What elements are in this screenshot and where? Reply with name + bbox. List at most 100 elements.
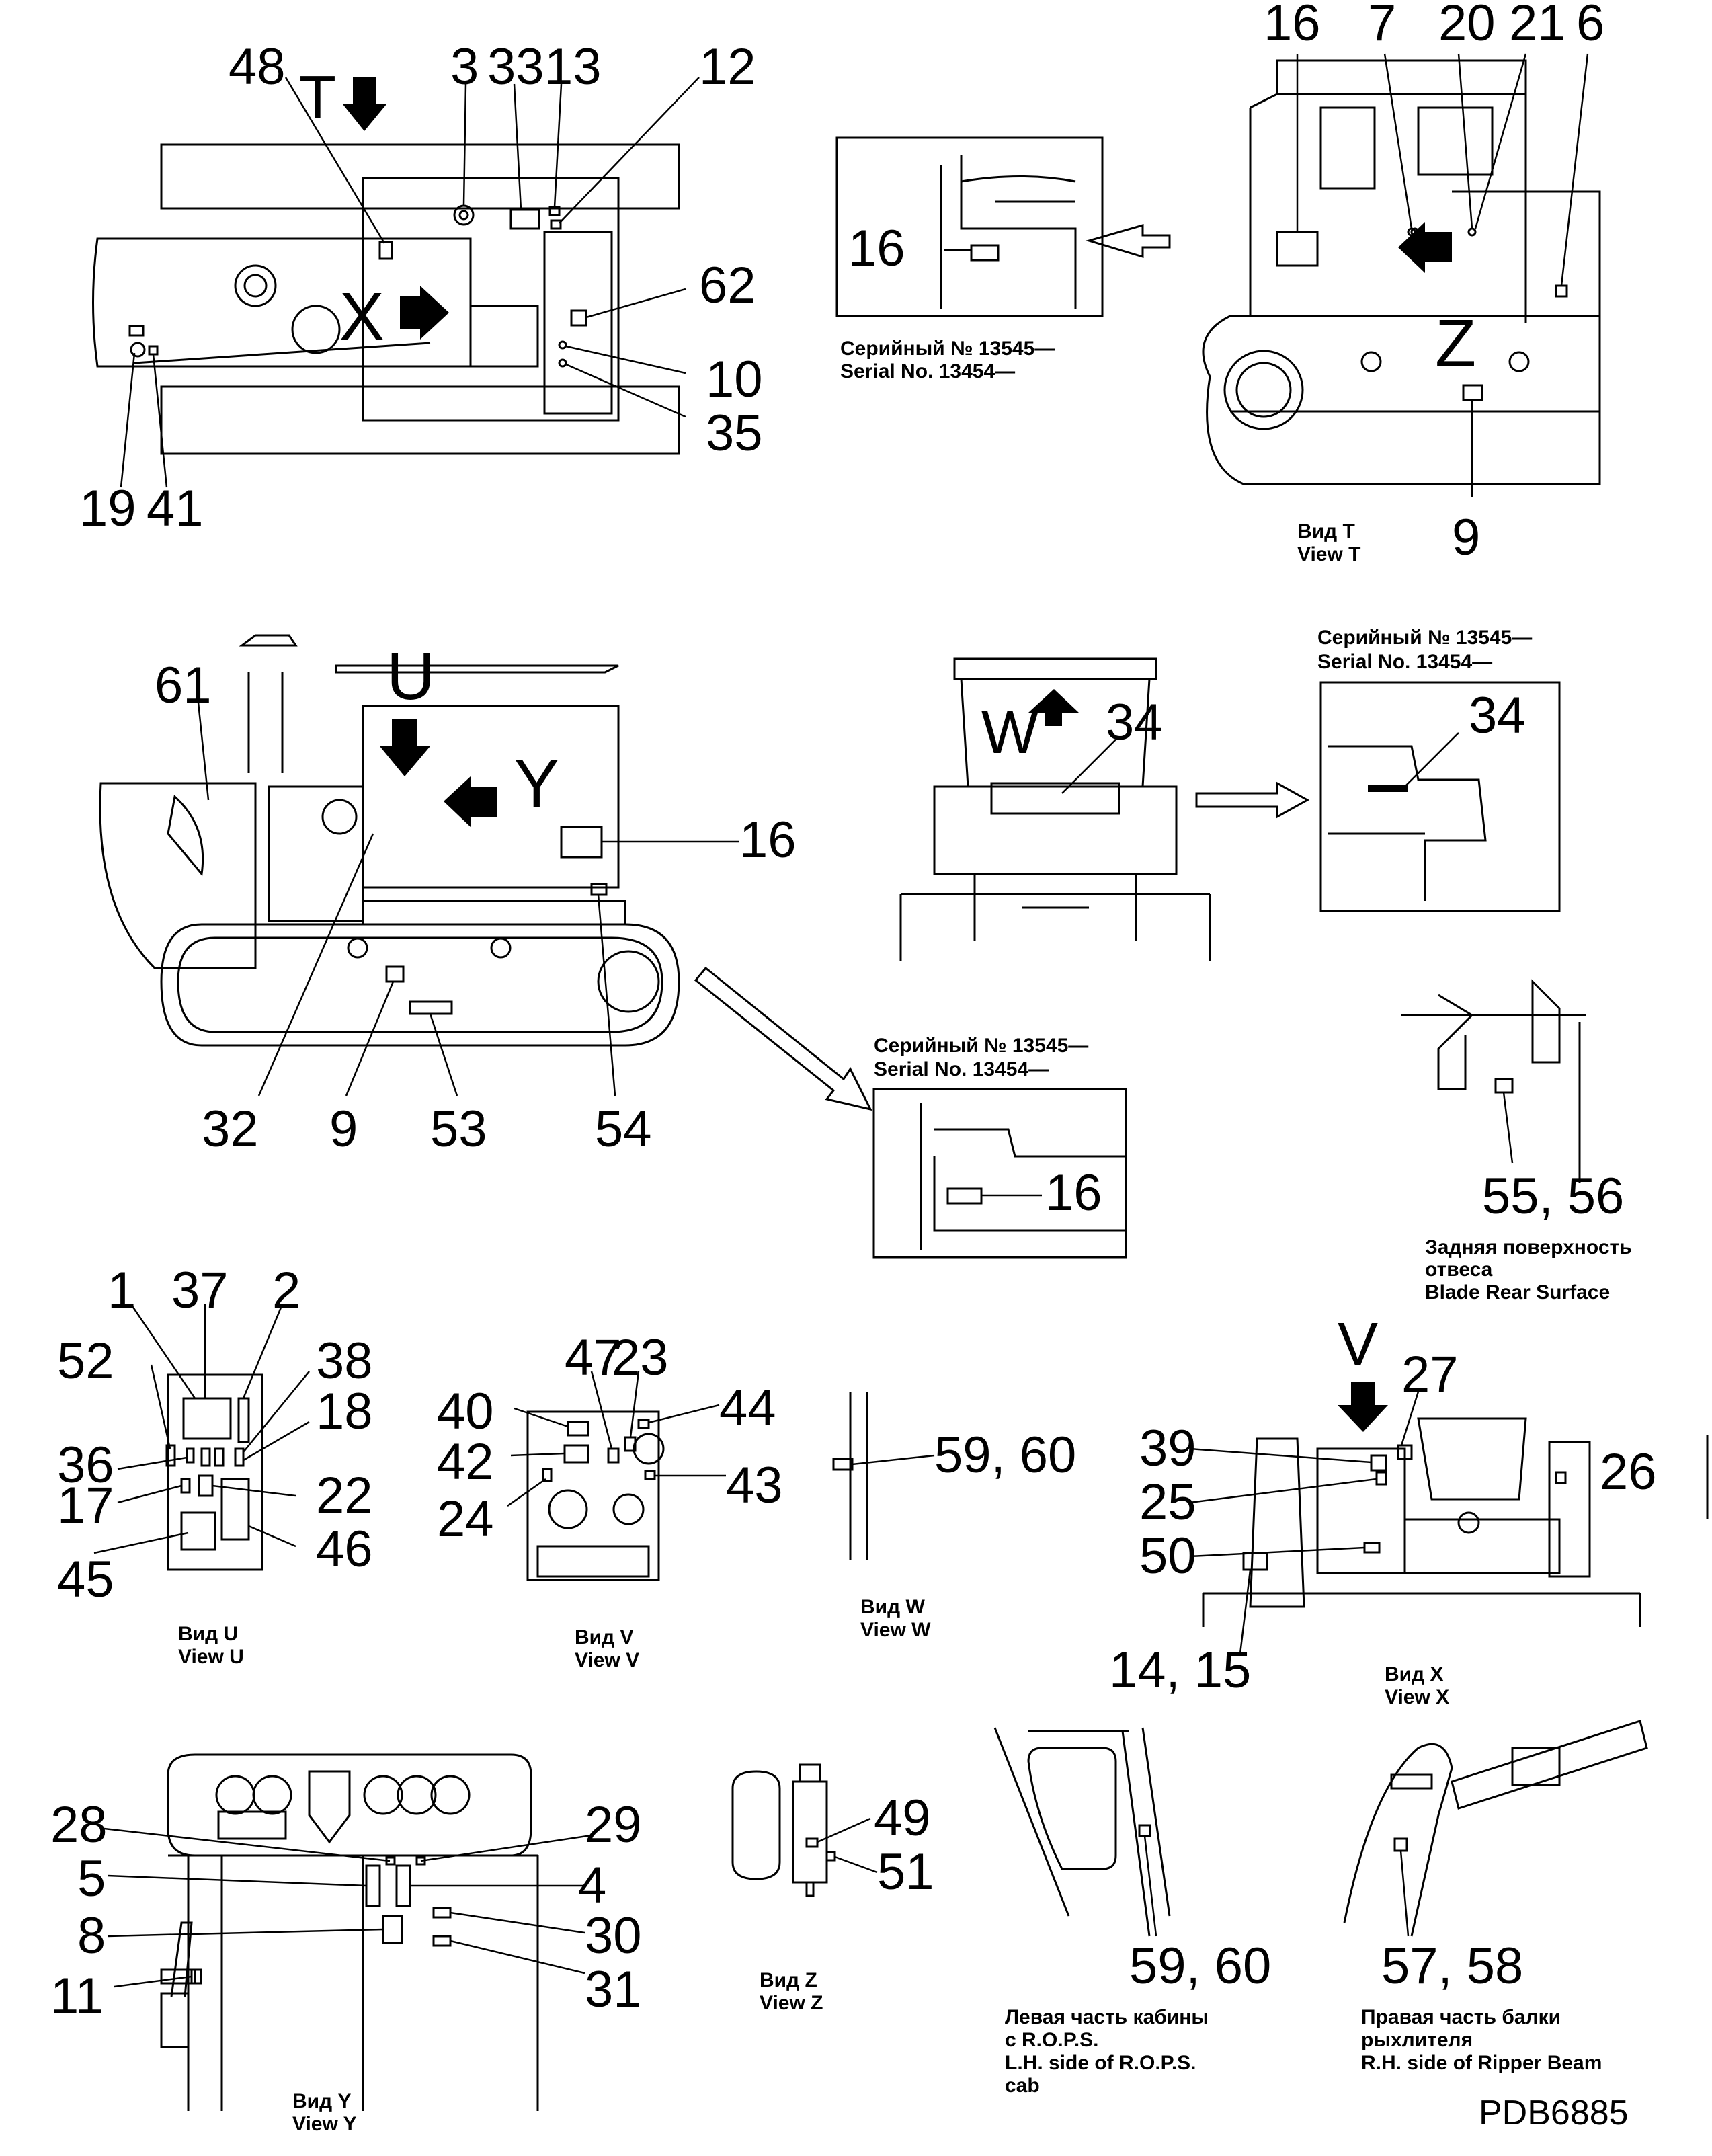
cab-left-detail: 59, 60 Левая часть кабины с R.O.P.S. L.H… (993, 1727, 1271, 2097)
x-callout-50: 50 (1139, 1527, 1196, 1585)
callout-12: 12 (699, 38, 756, 95)
ripper-caption-ru-1: Правая часть балки (1361, 2006, 1561, 2028)
blade-caption-en: Blade Rear Surface (1425, 1281, 1610, 1304)
view-letter-w: W (981, 699, 1038, 766)
blade-rear-detail: 55, 56 Задняя поверхность отвеса Blade R… (1401, 979, 1632, 1304)
view-x: V 27 39 26 25 50 14, 15 Вид X View X (1109, 1311, 1709, 1708)
cab-caption-ru-1: Левая часть кабины (1005, 2006, 1209, 2028)
callout-48: 48 (229, 38, 286, 95)
z-caption-ru: Вид Z (760, 1969, 817, 1991)
u-callout-22: 22 (316, 1467, 373, 1524)
side-view: U Y 61 16 32 9 53 54 (99, 634, 872, 1158)
view-letter-t: T (299, 64, 336, 131)
side-callout-16: 16 (739, 811, 797, 869)
view-z: 49 51 Вид Z View Z (731, 1763, 934, 2014)
y-callout-30: 30 (585, 1907, 642, 1964)
side-callout-9: 9 (329, 1101, 358, 1158)
z-caption-en: View Z (760, 1992, 823, 2014)
cab-caption-en-1: L.H. side of R.O.P.S. (1005, 2052, 1196, 2074)
w-caption-ru: Вид W (860, 1596, 925, 1618)
x-callout-25: 25 (1139, 1474, 1196, 1531)
callout-62: 62 (699, 257, 756, 314)
v-callout-24: 24 (437, 1490, 494, 1548)
x-callout-14-15: 14, 15 (1109, 1642, 1251, 1699)
callout-19: 19 (79, 480, 136, 537)
u-caption-en: View U (178, 1646, 244, 1668)
x-caption-ru: Вид X (1385, 1663, 1444, 1685)
view-t-caption-en: View T (1297, 543, 1360, 565)
w-caption-en: View W (860, 1619, 931, 1641)
y-callout-4: 4 (578, 1857, 606, 1914)
view-letter-u: U (386, 639, 435, 714)
side-callout-54: 54 (595, 1101, 652, 1158)
y-callout-31: 31 (585, 1961, 642, 2018)
serial-ru-1: Серийный № 13545— (840, 337, 1055, 360)
serial-ru-3: Серийный № 13545— (874, 1035, 1088, 1057)
ripper-caption-ru-2: рыхлителя (1361, 2029, 1473, 2051)
serial-en-3: Serial No. 13454— (874, 1058, 1049, 1080)
y-callout-29: 29 (585, 1796, 642, 1853)
view-v: 47 23 44 40 42 43 24 Вид V View V (437, 1329, 783, 1671)
u-caption-ru: Вид U (178, 1623, 238, 1645)
v-callout-23: 23 (612, 1329, 669, 1386)
front-view: W 34 (899, 657, 1310, 961)
x-callout-27: 27 (1401, 1346, 1459, 1403)
u-callout-52: 52 (57, 1332, 114, 1390)
y-caption-en: View Y (292, 2113, 357, 2135)
callout-35: 35 (706, 405, 763, 462)
view-letter-y: Y (514, 746, 559, 822)
u-callout-37: 37 (171, 1262, 229, 1319)
ripper-callout-57-58: 57, 58 (1381, 1938, 1523, 1995)
side-callout-61: 61 (155, 657, 212, 714)
u-callout-38: 38 (316, 1332, 373, 1390)
v-callout-47: 47 (565, 1329, 622, 1386)
z-callout-49: 49 (874, 1790, 931, 1847)
w-callout-59-60: 59, 60 (934, 1427, 1076, 1484)
y-callout-28: 28 (50, 1796, 108, 1853)
blade-caption-ru-1: Задняя поверхность (1425, 1236, 1632, 1259)
u-callout-46: 46 (316, 1521, 373, 1578)
view-t-callout-16: 16 (1264, 0, 1321, 52)
detail-callout-16: 16 (848, 220, 905, 277)
v-callout-44: 44 (719, 1380, 776, 1437)
detail-box-front-serial: Серийный № 13545— Serial No. 13454— 34 (1317, 627, 1561, 912)
top-view: T X 48 3 33 13 12 62 10 35 19 41 (79, 38, 763, 537)
y-callout-5: 5 (77, 1850, 106, 1907)
detail-callout-34: 34 (1469, 687, 1526, 744)
cab-callout-59-60: 59, 60 (1129, 1938, 1271, 1995)
u-callout-36: 36 (57, 1437, 114, 1494)
z-callout-51: 51 (877, 1843, 934, 1901)
callout-3: 3 (450, 38, 479, 95)
detail-box-side-serial: Серийный № 13545— Serial No. 13454— 16 (872, 1035, 1127, 1259)
callout-10: 10 (706, 351, 763, 408)
ripper-beam-detail: 57, 58 Правая часть балки рыхлителя R.H.… (1343, 1720, 1648, 2074)
detail-callout-16-side: 16 (1045, 1164, 1102, 1222)
serial-en-1: Serial No. 13454— (840, 360, 1015, 383)
v-callout-43: 43 (726, 1457, 783, 1514)
view-letter-v: V (1338, 1311, 1378, 1378)
serial-en-2: Serial No. 13454— (1317, 651, 1492, 673)
u-callout-45: 45 (57, 1551, 114, 1608)
front-callout-34: 34 (1106, 694, 1163, 751)
view-letter-x: X (339, 279, 384, 354)
y-callout-11: 11 (50, 1968, 104, 2025)
callout-13: 13 (544, 38, 602, 95)
cab-caption-en-2: cab (1005, 2075, 1040, 2097)
v-caption-en: View V (575, 1649, 639, 1671)
u-callout-17: 17 (57, 1477, 114, 1534)
view-letter-z: Z (1435, 306, 1476, 381)
detail-box-cab-serial: 16 Серийный № 13545— Serial No. 13454— (835, 136, 1171, 383)
u-callout-2: 2 (272, 1262, 300, 1319)
view-t-callout-9: 9 (1452, 509, 1480, 566)
view-y: 28 29 5 4 8 30 11 31 Вид Y View Y (50, 1753, 642, 2135)
view-u: 1 37 2 52 38 18 36 17 22 45 46 Вид U Vie… (57, 1262, 373, 1668)
view-t-callout-20: 20 (1438, 0, 1496, 52)
view-t: Z 16 7 20 21 6 9 Вид T View T (1202, 0, 1604, 566)
v-callout-42: 42 (437, 1433, 494, 1490)
x-callout-39: 39 (1139, 1420, 1196, 1477)
blade-callout-55-56: 55, 56 (1482, 1168, 1624, 1225)
view-t-caption-ru: Вид T (1297, 520, 1355, 543)
blade-caption-ru-2: отвеса (1425, 1259, 1493, 1281)
y-callout-8: 8 (77, 1907, 106, 1964)
